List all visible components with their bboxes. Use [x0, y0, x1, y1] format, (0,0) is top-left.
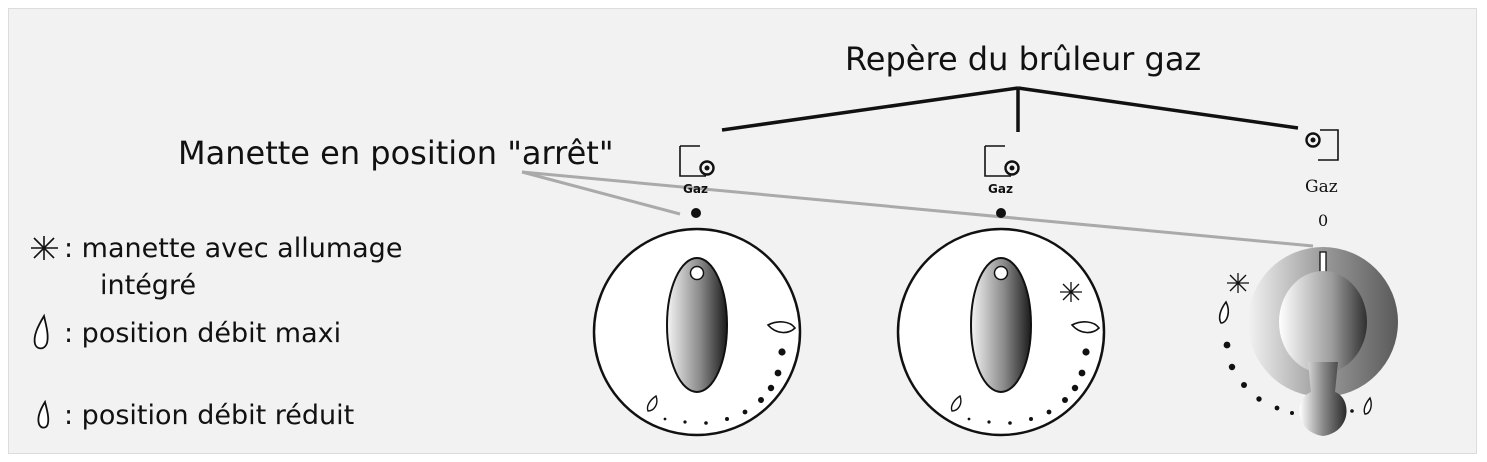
legend-spark-text-continued: intégré — [100, 270, 196, 301]
knob-3-flow-dots — [1223, 341, 1354, 415]
knob-2: Gaz 0 — [896, 145, 1106, 437]
legend: : manette avec allumage intégré : positi… — [31, 233, 402, 431]
legend-spark-text: : manette avec allumage — [64, 233, 402, 264]
knob-2-flow-dots — [967, 348, 1090, 425]
flame-large-icon — [766, 321, 797, 334]
off-position-label: Manette en position "arrêt" — [178, 134, 614, 172]
burner-marker-label: Repère du brûleur gaz — [845, 40, 1201, 78]
spark-icon — [1060, 282, 1082, 302]
spark-icon — [1227, 273, 1249, 293]
burner-marker-leader-lines — [721, 86, 1299, 132]
knob-2-indicator — [993, 265, 1009, 281]
knob-1-handle — [666, 257, 728, 393]
off-position-dot — [691, 208, 701, 218]
knob-1-gaz-label: Gaz — [683, 182, 708, 196]
knob-3-cap — [1279, 271, 1367, 373]
flame-small-icon — [1363, 396, 1372, 415]
knob-3-gaz-label: Gaz — [1305, 177, 1338, 197]
spark-icon — [31, 236, 58, 260]
flame-small-icon — [37, 399, 50, 429]
flame-small-icon — [646, 394, 658, 412]
burner-marker-icon — [679, 145, 715, 177]
knob-1-flow-dots — [663, 348, 786, 425]
flame-large-icon — [1070, 321, 1101, 334]
knob-1-indicator — [689, 265, 705, 281]
flame-large-icon — [1218, 300, 1229, 324]
knob-1: Gaz 0 — [592, 145, 802, 437]
off-position-leader-lines — [521, 170, 1314, 248]
knob-2-gaz-label: Gaz — [988, 182, 1013, 196]
knob-3-handle — [1299, 362, 1347, 436]
burner-marker-icon — [1305, 129, 1339, 161]
knob-3-off-label: 0 — [1318, 211, 1328, 230]
flame-large-icon — [33, 313, 49, 350]
flame-small-icon — [950, 394, 962, 412]
legend-flame-small-text: : position débit réduit — [64, 400, 354, 431]
knob-2-handle — [970, 257, 1032, 393]
burner-marker-icon — [984, 145, 1020, 177]
legend-flame-large-text: : position débit maxi — [64, 318, 341, 349]
knob-3-indicator — [1319, 251, 1327, 275]
knob-3: Gaz 0 — [1218, 129, 1398, 436]
off-position-dot — [996, 208, 1006, 218]
